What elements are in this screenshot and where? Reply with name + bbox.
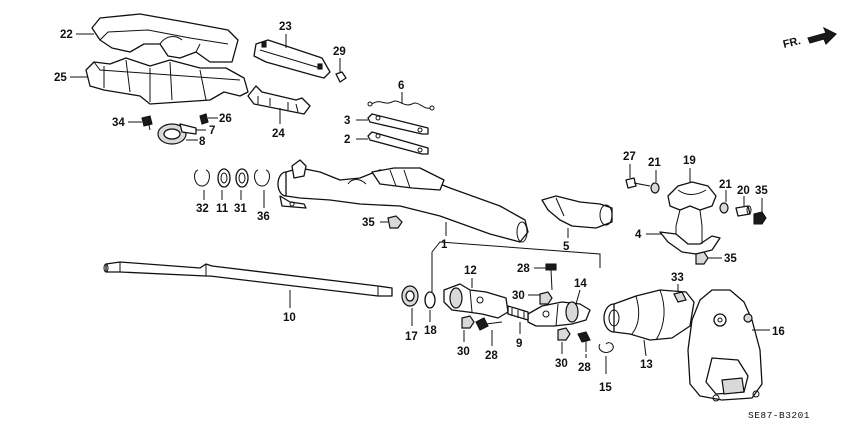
callout-23: 23 (279, 21, 292, 33)
snap-ring-36 (254, 169, 270, 187)
drawing-code: SE87-B3201 (748, 410, 810, 421)
callout-6: 6 (398, 80, 404, 92)
callout-30-right: 30 (555, 358, 568, 370)
nut-35-column (387, 215, 403, 229)
seal-18 (424, 291, 436, 309)
spacer-20 (735, 205, 752, 217)
upper-column-cover (91, 13, 239, 63)
callout-20: 20 (737, 185, 750, 197)
washer-11 (217, 168, 231, 188)
callout-13: 13 (640, 359, 653, 371)
nut-30-left (461, 315, 475, 329)
callout-12: 12 (464, 265, 477, 277)
callout-35-column: 35 (362, 217, 375, 229)
callout-2: 2 (344, 134, 350, 146)
clip-26 (199, 113, 209, 125)
callout-26: 26 (219, 113, 232, 125)
bolt-28-upper (545, 263, 557, 291)
callout-1: 1 (441, 239, 448, 251)
callout-25: 25 (54, 72, 67, 84)
bolt-28-left (475, 317, 503, 331)
callout-30-mid: 30 (512, 290, 525, 302)
washer-21-right (719, 202, 729, 214)
tilt-plate-3 (367, 113, 429, 135)
callout-18: 18 (424, 325, 437, 337)
callout-14: 14 (574, 278, 587, 290)
universal-joint-12 (443, 283, 509, 319)
callout-32: 32 (196, 203, 209, 215)
nut-35-bracket (753, 211, 767, 225)
callout-19: 19 (683, 155, 696, 167)
callout-30-left: 30 (457, 346, 470, 358)
callout-5: 5 (563, 241, 570, 253)
callout-15: 15 (599, 382, 612, 394)
callout-29: 29 (333, 46, 346, 58)
clip-15 (598, 342, 614, 353)
column-clamp-4 (659, 226, 721, 255)
screw-34 (141, 115, 153, 131)
bushing-7-8 (157, 123, 197, 145)
column-bracket-23 (253, 39, 331, 79)
front-arrow-icon (807, 26, 837, 45)
callout-21-left: 21 (648, 157, 661, 169)
callout-8: 8 (199, 136, 206, 148)
clip-33 (673, 291, 687, 303)
bolt-27 (625, 177, 651, 189)
cover-plate-16 (687, 289, 763, 402)
steering-shaft-10 (103, 261, 393, 297)
callout-35-clamp: 35 (724, 253, 737, 265)
column-bracket-24 (247, 85, 311, 115)
nut-35-clamp (695, 251, 709, 265)
callout-28-left: 28 (485, 350, 498, 362)
callout-31: 31 (234, 203, 247, 215)
callout-3: 3 (344, 115, 350, 127)
callout-34: 34 (112, 117, 125, 129)
washer-31 (235, 168, 249, 188)
joint-group-box (431, 241, 601, 292)
callout-4: 4 (635, 229, 642, 241)
bearing-17 (401, 285, 419, 307)
callout-11: 11 (216, 203, 229, 215)
intermediate-shaft-9 (507, 305, 529, 321)
universal-joint-14 (527, 301, 591, 327)
washer-21-left (650, 182, 660, 194)
callout-17: 17 (405, 331, 418, 343)
nut-30-mid (539, 291, 553, 305)
nut-30-right (557, 327, 571, 341)
lower-column-cover (85, 57, 249, 105)
callout-7: 7 (209, 125, 215, 137)
callout-24: 24 (272, 128, 285, 140)
callout-16: 16 (772, 326, 785, 338)
dust-seal-boot-13 (603, 289, 695, 341)
callout-28-upper: 28 (517, 263, 530, 275)
snap-ring-32 (194, 169, 210, 187)
clip-29 (335, 71, 347, 83)
callout-35-bracket: 35 (755, 185, 768, 197)
callout-33: 33 (671, 272, 684, 284)
callout-22: 22 (60, 29, 73, 41)
callout-9: 9 (516, 338, 522, 350)
bolt-28-right (577, 331, 591, 352)
callout-10: 10 (283, 312, 296, 324)
tilt-spring-6 (367, 100, 435, 111)
callout-21-right: 21 (719, 179, 732, 191)
front-direction-indicator: FR. (782, 26, 837, 51)
front-direction-label: FR. (782, 35, 802, 51)
callout-27: 27 (623, 151, 636, 163)
callout-36: 36 (257, 211, 270, 223)
tilt-plate-2 (367, 131, 429, 155)
steering-column-assembly (277, 159, 529, 243)
callout-28-right: 28 (578, 362, 591, 374)
column-bracket-19 (667, 181, 717, 227)
column-cover-5 (541, 195, 613, 229)
